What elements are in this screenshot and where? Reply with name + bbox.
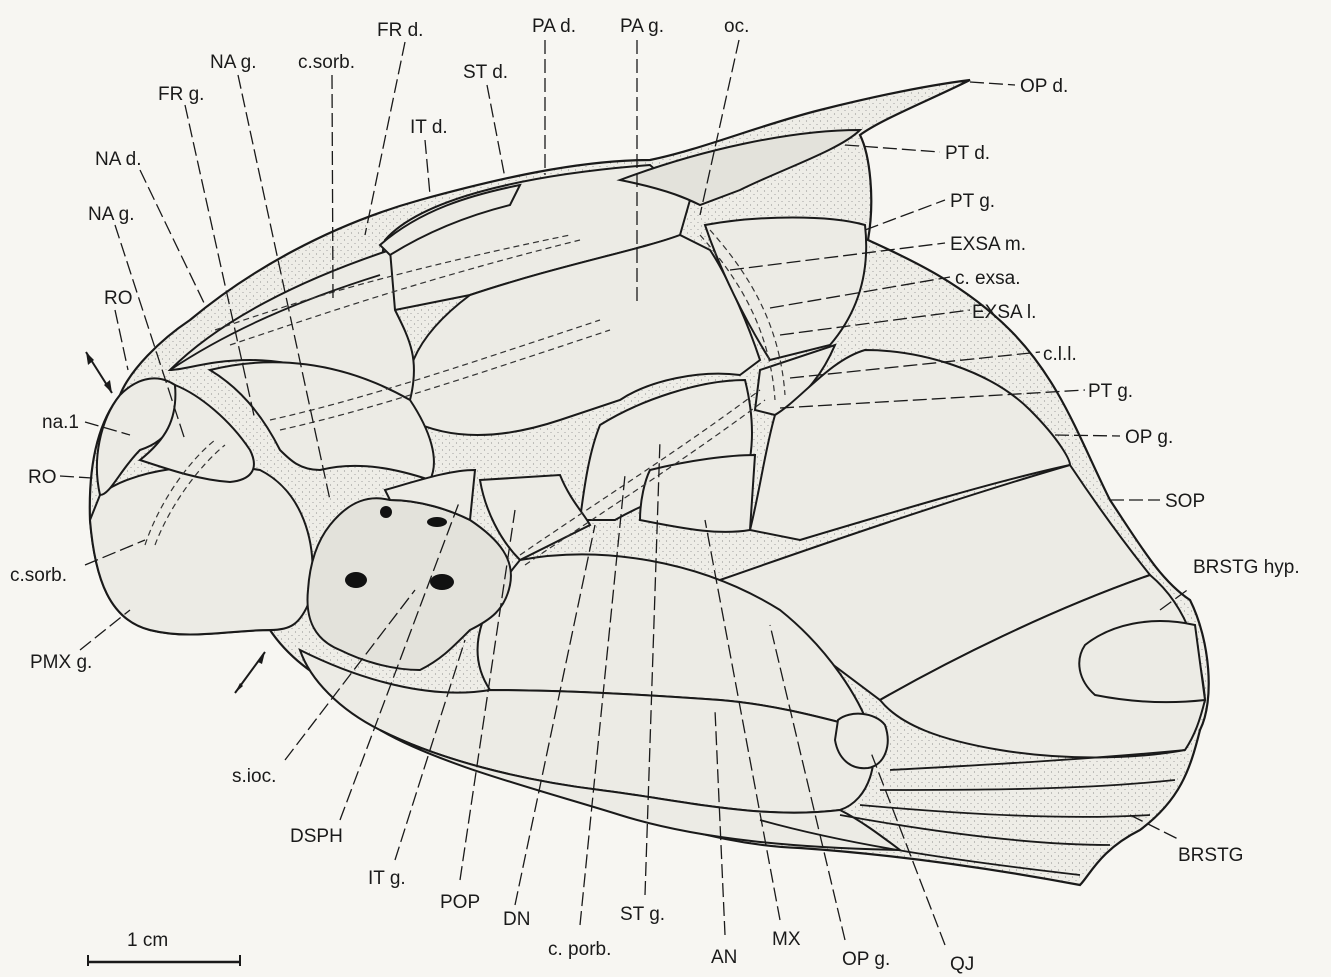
label-NAd: NA d. [95,149,141,170]
scale-bar: 1 cm [88,930,240,966]
leader-NAd [140,170,205,305]
label-PTg-top: PT g. [950,191,995,212]
label-STd: ST d. [463,62,508,83]
leader-OPd [970,82,1015,85]
label-PTg-mid: PT g. [1088,381,1133,402]
label-NAg-top: NA g. [210,52,256,73]
leader-RO-low [60,476,92,478]
label-NAg-left: NA g. [88,204,134,225]
pore-2 [430,574,454,590]
label-OPg-bottom: OP g. [842,949,890,970]
label-SOP: SOP [1165,491,1205,512]
label-BRSTG: BRSTG [1178,845,1243,866]
label-BRSTGhyp: BRSTG hyp. [1193,557,1300,578]
label-POP: POP [440,892,480,913]
label-OPg-right: OP g. [1125,427,1173,448]
label-na1: na.1 [42,412,79,433]
label-MX: MX [772,929,801,950]
label-RO-top: RO [104,288,133,309]
leader-PTg-top [865,200,945,230]
label-STg: ST g. [620,904,665,925]
label-ITd: IT d. [410,117,448,138]
label-PAg: PA g. [620,16,664,37]
label-PMXg: PMX g. [30,652,92,673]
label-QJ: QJ [950,954,974,975]
label-EXSAl: EXSA l. [972,302,1036,323]
label-EXSAm: EXSA m. [950,234,1026,255]
label-FRd: FR d. [377,20,423,41]
leader-RO-top [115,310,128,370]
label-csorb-top: c.sorb. [298,52,355,73]
scale-bar-label: 1 cm [127,930,168,951]
label-cexsa: c. exsa. [955,268,1020,289]
pore-4 [380,506,392,518]
leader-STd [487,85,505,178]
label-cporb: c. porb. [548,939,611,960]
label-PAd: PA d. [532,16,576,37]
label-oc: oc. [724,16,749,37]
label-RO-low: RO [28,467,57,488]
label-PTd: PT d. [945,143,990,164]
orientation-arrowhead-2 [258,652,265,664]
label-FRg: FR g. [158,84,204,105]
label-AN: AN [711,947,737,968]
pore-3 [427,517,447,527]
label-csorb-left: c.sorb. [10,565,67,586]
label-DSPH: DSPH [290,826,343,847]
label-OPd: OP d. [1020,76,1068,97]
label-cll: c.l.l. [1043,344,1077,365]
label-sioc: s.ioc. [232,766,276,787]
pore-1 [345,572,367,588]
bone-PMX [90,466,313,634]
label-DN: DN [503,909,530,930]
leader-ITd [425,140,430,195]
label-ITg: IT g. [368,868,406,889]
